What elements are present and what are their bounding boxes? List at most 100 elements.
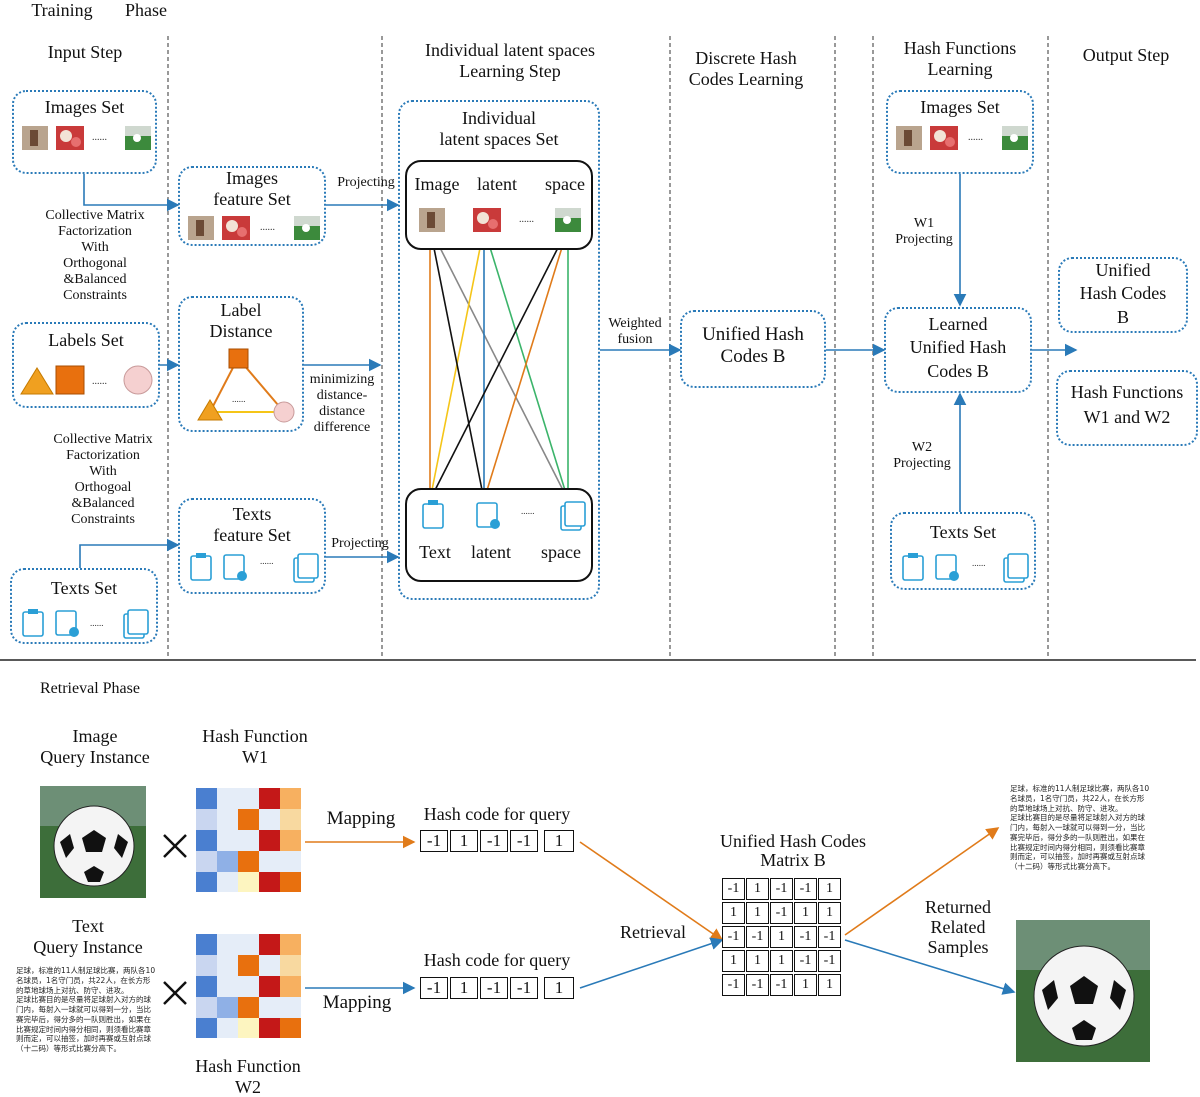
unified-matrix: -1 1 -1 -1 1 1 1 -1 1 1 -1 -1 1 -1 -1 1 …: [722, 878, 844, 998]
unified-hash-codes-box: Unified Hash Codes B: [680, 310, 826, 388]
hash-code-cell: 1: [450, 830, 478, 852]
training-phase-title-1: Training: [31, 0, 93, 20]
svg-text:......: ......: [260, 556, 274, 566]
label-minimizing: minimizing distance- distance difference: [309, 372, 375, 436]
image-space-thumbnails: ......: [419, 208, 581, 232]
step-input: Input Step: [47, 42, 123, 62]
hash-code-cell: -1: [480, 830, 508, 852]
output-functions-label: Hash Functions W1 and W2: [1070, 382, 1184, 428]
latent-connections: [429, 227, 569, 501]
retrieval-phase-title: Retrieval Phase: [40, 680, 140, 697]
hashfn-texts-icons: ......: [902, 553, 1029, 583]
text-space-icons: ......: [422, 500, 586, 531]
svg-text:......: ......: [260, 222, 275, 233]
matrix-cell: 1: [722, 902, 745, 924]
image-query-title: Image Query Instance: [40, 726, 150, 767]
matrix-cell: -1: [722, 926, 745, 948]
graph-square: [228, 348, 249, 369]
image-latent-space: Image latent space ......: [405, 160, 593, 250]
matrix-cell: 1: [770, 926, 793, 948]
mapping-label-image: Mapping: [326, 808, 396, 829]
step-hashfn: Hash Functions Learning: [903, 38, 1017, 79]
matrix-cell: 1: [794, 974, 817, 996]
unified-hash-codes-label: Unified Hash Codes B: [702, 324, 804, 367]
image-space-word-2: latent: [477, 174, 517, 194]
cmf-note-images: Collective Matrix Factorization With Ort…: [45, 208, 145, 304]
matrix-cell: -1: [722, 974, 745, 996]
hash-code-cell: 1: [544, 830, 574, 852]
svg-text:......: ......: [521, 506, 535, 516]
hash-code-label-text: Hash code for query: [423, 950, 571, 970]
latent-spaces-set-box: Individual latent spaces Set: [398, 100, 600, 600]
query-text-passage: 足球，标准的11人制足球比赛，两队各10 名球员，1名守门员，共22人，在长方形…: [16, 966, 156, 1053]
label-w1-projecting: W1 Projecting: [895, 216, 953, 248]
matrix-cell: 1: [746, 902, 769, 924]
svg-text:......: ......: [968, 132, 983, 143]
query-soccer-image: [40, 786, 146, 898]
hash-code-cell: -1: [510, 830, 538, 852]
hash-code-image: -1 1 -1 -1 1: [420, 830, 580, 852]
matrix-cell: -1: [746, 926, 769, 948]
label-w2-projecting: W2 Projecting: [893, 440, 951, 472]
matrix-cell: -1: [794, 950, 817, 972]
matrix-cell: 1: [746, 950, 769, 972]
matrix-cell: 1: [818, 902, 841, 924]
hash-function-w2-title: Hash Function W2: [195, 1056, 301, 1097]
images-feature-thumbnails: ......: [188, 216, 320, 240]
mapping-label-text: Mapping: [322, 992, 392, 1013]
arrow-images-to-feature: [83, 174, 180, 212]
images-set-box: Images Set ......: [12, 90, 157, 174]
arrow-retrieval-text: [579, 937, 724, 989]
matrix-cell: -1: [770, 974, 793, 996]
matrix-cell: 1: [746, 878, 769, 900]
arrow-returned-text: [844, 827, 1000, 936]
matrix-cell: 1: [770, 950, 793, 972]
matrix-cell: -1: [794, 878, 817, 900]
hash-code-label-image: Hash code for query: [423, 804, 571, 824]
hash-code-cell: -1: [480, 977, 508, 999]
arrow-returned-image: [844, 939, 1016, 995]
square-shape: [55, 365, 85, 395]
matrix-cell: -1: [770, 878, 793, 900]
images-feature-title: Images feature Set: [213, 168, 291, 209]
label-projecting-top: Projecting: [337, 175, 395, 190]
returned-soccer-image: [1016, 920, 1150, 1062]
circle-shape: [123, 365, 153, 395]
arrow-retrieval-image: [579, 841, 724, 941]
step-latent: Individual latent spaces Learning Step: [425, 40, 595, 81]
matrix-cell: -1: [770, 902, 793, 924]
svg-text:......: ......: [972, 558, 986, 568]
labels-ellipsis: ......: [92, 376, 107, 387]
images-feature-set-box: Images feature Set ......: [178, 166, 326, 246]
hash-code-cell: -1: [420, 977, 448, 999]
output-functions-box: Hash Functions W1 and W2: [1056, 370, 1198, 446]
graph-triangle: [197, 399, 223, 421]
texts-feature-set-box: Texts feature Set ......: [178, 498, 326, 594]
learned-hash-codes-box: Learned Unified Hash Codes B: [884, 307, 1032, 393]
hashfn-images-title: Images Set: [920, 97, 1000, 117]
hashfn-texts-set-box: Texts Set ......: [890, 512, 1036, 590]
hash-code-cell: 1: [544, 977, 574, 999]
hashfn-texts-title: Texts Set: [929, 522, 997, 542]
labels-set-box: Labels Set ......: [12, 322, 160, 408]
step-discrete: Discrete Hash Codes Learning: [688, 48, 804, 89]
image-space-word-3: space: [545, 174, 585, 194]
text-latent-space: ...... Text latent space: [405, 488, 593, 582]
label-distance-title: Label Distance: [209, 300, 273, 341]
matrix-cell: 1: [818, 974, 841, 996]
labels-set-title: Labels Set: [48, 330, 124, 350]
cmf-note-texts: Collective Matrix Factorization With Ort…: [53, 432, 153, 528]
arrow-texts-to-feature: [79, 538, 180, 568]
matrix-cell: -1: [818, 926, 841, 948]
hash-w1-heatmap: [196, 788, 301, 892]
text-space-word-3: space: [541, 542, 581, 562]
texts-set-icons: ......: [22, 609, 149, 639]
matrix-cell: -1: [722, 878, 745, 900]
label-projecting-bottom: Projecting: [331, 536, 389, 551]
matrix-cell: -1: [794, 926, 817, 948]
triangle-shape: [20, 367, 54, 395]
images-set-thumbnails: ......: [22, 126, 151, 150]
hash-code-cell: -1: [510, 977, 538, 999]
svg-text:......: ......: [232, 394, 246, 404]
